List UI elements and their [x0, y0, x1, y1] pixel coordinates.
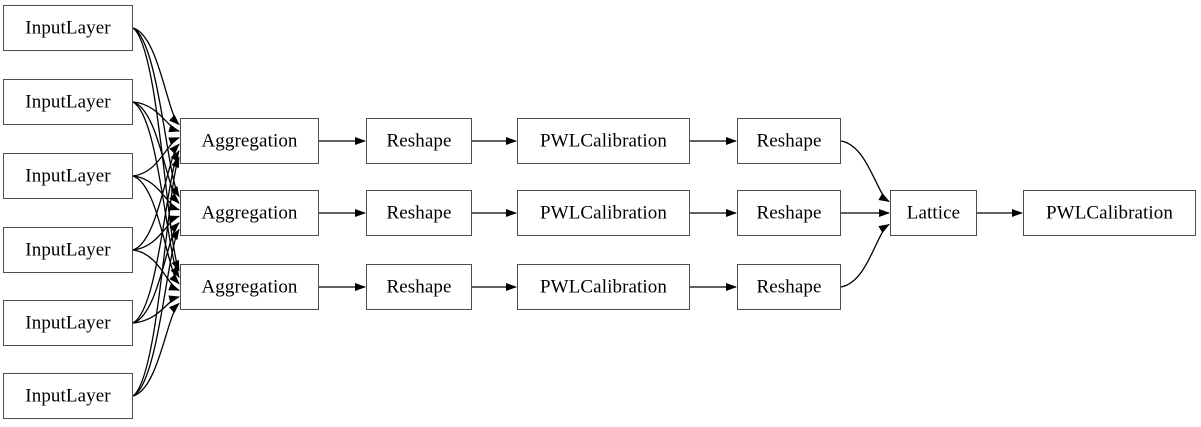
node-agg_2[interactable]: Aggregation: [180, 264, 319, 310]
edge-input_4-to-agg_2: [132, 295, 180, 324]
node-label: InputLayer: [25, 239, 111, 260]
node-pwl_1[interactable]: PWLCalibration: [517, 190, 690, 236]
node-label: Aggregation: [201, 202, 298, 223]
node-label: InputLayer: [25, 17, 111, 38]
node-label: Reshape: [756, 130, 822, 151]
node-resh_a1[interactable]: Reshape: [366, 190, 472, 236]
edge-input_0-to-agg_2: [132, 27, 180, 272]
edge-input_4-to-agg_0: [132, 149, 180, 324]
edge-input_3-to-agg_2: [132, 249, 180, 291]
node-label: Aggregation: [201, 130, 298, 151]
edge-input_2-to-agg_0: [132, 137, 180, 177]
node-input_0[interactable]: InputLayer: [3, 5, 133, 51]
node-label: InputLayer: [25, 165, 111, 186]
edge-input_1-to-agg_0: [132, 101, 180, 133]
node-resh_a0[interactable]: Reshape: [366, 118, 472, 164]
node-label: Lattice: [906, 202, 961, 223]
node-label: Aggregation: [201, 276, 298, 297]
node-input_4[interactable]: InputLayer: [3, 300, 133, 346]
edge-input_1-to-agg_2: [132, 101, 180, 279]
edge-input_3-to-agg_1: [132, 215, 180, 251]
node-pwl_0[interactable]: PWLCalibration: [517, 118, 690, 164]
node-label: InputLayer: [25, 312, 111, 333]
node-label: InputLayer: [25, 385, 111, 406]
node-input_3[interactable]: InputLayer: [3, 227, 133, 273]
node-pwl_2[interactable]: PWLCalibration: [517, 264, 690, 310]
node-lattice[interactable]: Lattice: [890, 190, 977, 236]
node-label: PWLCalibration: [540, 202, 667, 223]
node-label: Reshape: [756, 276, 822, 297]
node-label: PWLCalibration: [1046, 202, 1173, 223]
node-resh_a2[interactable]: Reshape: [366, 264, 472, 310]
node-input_1[interactable]: InputLayer: [3, 79, 133, 125]
edge-input_5-to-agg_2: [132, 302, 180, 397]
edge-input_1-to-agg_1: [132, 101, 180, 204]
edge-input_0-to-agg_0: [132, 27, 180, 126]
node-resh_b0[interactable]: Reshape: [737, 118, 841, 164]
node-agg_0[interactable]: Aggregation: [180, 118, 319, 164]
edge-input_5-to-agg_1: [132, 228, 180, 397]
edge-resh_b2-to-lattice: [840, 223, 890, 288]
node-resh_b1[interactable]: Reshape: [737, 190, 841, 236]
edge-input_0-to-agg_1: [132, 27, 180, 198]
node-input_2[interactable]: InputLayer: [3, 153, 133, 199]
node-label: Reshape: [756, 202, 822, 223]
node-label: Reshape: [386, 276, 452, 297]
node-label: PWLCalibration: [540, 276, 667, 297]
node-agg_1[interactable]: Aggregation: [180, 190, 319, 236]
edge-input_4-to-agg_1: [132, 222, 180, 324]
edge-input_5-to-agg_0: [132, 156, 180, 397]
node-label: PWLCalibration: [540, 130, 667, 151]
node-input_5[interactable]: InputLayer: [3, 373, 133, 419]
edge-resh_b0-to-lattice: [840, 140, 890, 203]
edge-input_2-to-agg_1: [132, 175, 180, 211]
node-label: Reshape: [386, 130, 452, 151]
node-resh_b2[interactable]: Reshape: [737, 264, 841, 310]
node-label: Reshape: [386, 202, 452, 223]
edge-input_3-to-agg_0: [132, 143, 180, 251]
node-label: InputLayer: [25, 91, 111, 112]
edge-input_2-to-agg_2: [132, 175, 180, 285]
node-pwl_out[interactable]: PWLCalibration: [1023, 190, 1196, 236]
